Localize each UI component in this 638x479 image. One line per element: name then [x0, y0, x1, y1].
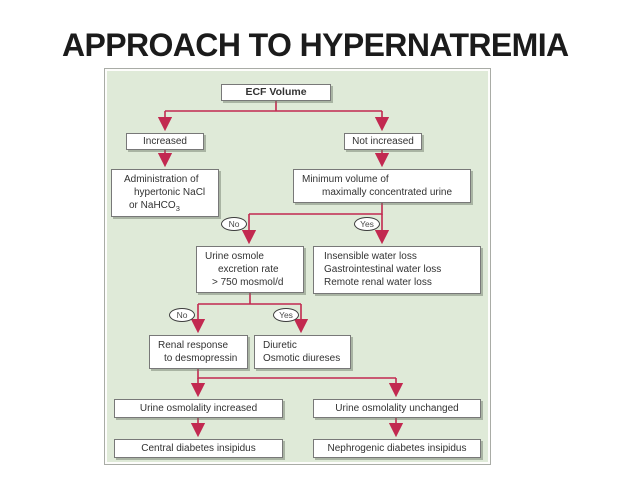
flowchart-figure: ECF Volume Increased Not increased Admin… [104, 68, 491, 465]
node-line: Gastrointestinal water loss [324, 264, 442, 275]
node-urine-osmolality-increased: Urine osmolality increased [114, 399, 283, 418]
decision-no-1: No [221, 217, 247, 231]
node-line: Urine osmole [205, 251, 264, 262]
node-urine-osmole-excretion: Urine osmole excretion rate > 750 mosmol… [196, 246, 304, 293]
node-water-losses: Insensible water loss Gastrointestinal w… [313, 246, 481, 294]
decision-no-2: No [169, 308, 195, 322]
chem-subscript: 3 [175, 204, 180, 213]
node-line: Renal response [158, 340, 229, 351]
decision-yes-1: Yes [354, 217, 380, 231]
node-line: Remote renal water loss [324, 277, 432, 288]
node-nephrogenic-diabetes-insipidus: Nephrogenic diabetes insipidus [313, 439, 481, 458]
node-diuretic-osmotic-diureses: Diuretic Osmotic diureses [254, 335, 351, 369]
node-renal-response-desmopressin: Renal response to desmopressin [149, 335, 248, 369]
node-line: Administration of [124, 174, 199, 185]
node-line: or NaHCO3 [112, 199, 218, 215]
node-line: Insensible water loss [324, 251, 417, 262]
node-line: Minimum volume of [302, 174, 389, 185]
node-line: maximally concentrated urine [322, 187, 453, 198]
chem-formula: or NaHCO [129, 200, 176, 211]
node-line: to desmopressin [164, 353, 238, 364]
node-line: > 750 mosmol/d [212, 277, 284, 288]
node-central-diabetes-insipidus: Central diabetes insipidus [114, 439, 283, 458]
node-not-increased: Not increased [344, 133, 422, 150]
node-administration-hypertonic-nacl: Administration of hypertonic NaCl or NaH… [111, 169, 219, 217]
node-line: Osmotic diureses [263, 353, 341, 364]
node-minimum-volume: Minimum volume of maximally concentrated… [293, 169, 471, 203]
node-increased: Increased [126, 133, 204, 150]
decision-yes-2: Yes [273, 308, 299, 322]
node-line: excretion rate [218, 264, 279, 275]
node-urine-osmolality-unchanged: Urine osmolality unchanged [313, 399, 481, 418]
node-ecf-volume: ECF Volume [221, 84, 331, 101]
node-line: Diuretic [263, 340, 297, 351]
page-title: APPROACH TO HYPERNATREMIA [62, 27, 569, 63]
node-line: hypertonic NaCl [134, 187, 206, 198]
